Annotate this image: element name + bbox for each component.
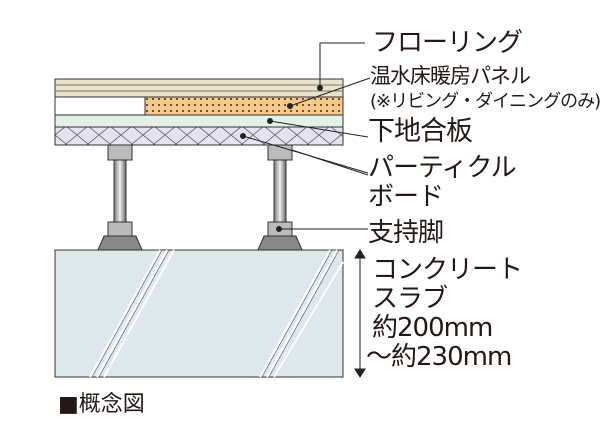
legend-text: 概念図: [78, 392, 145, 417]
label-flooring: フローリング: [372, 28, 523, 58]
particle-board-layer: [54, 114, 344, 128]
label-particle-board-1: パーティクル: [368, 153, 517, 183]
label-slab-2: スラブ: [372, 284, 448, 314]
leader-lines: [240, 42, 371, 232]
legend-marker: ■: [58, 392, 79, 417]
label-slab-4: ～約230mm: [366, 342, 512, 372]
label-heating-note: (※リビング・ダイニングのみ): [370, 91, 600, 112]
dimension-arrow: [354, 249, 366, 378]
label-support: 支持脚: [368, 218, 444, 248]
support-leg-left: [97, 144, 143, 251]
support-leg-right: [257, 144, 303, 251]
heating-panel-layer: [54, 96, 344, 116]
plywood-layer: [54, 126, 344, 146]
flooring-layer: [54, 78, 344, 98]
label-slab-1: コンクリート: [372, 255, 523, 285]
label-slab-3: 約200mm: [372, 313, 493, 343]
legend: ■概念図: [58, 394, 145, 416]
label-particle-board-2: ボード: [368, 182, 444, 212]
concrete-slab: [54, 249, 344, 378]
label-heating-panel: 温水床暖房パネル: [370, 64, 531, 88]
label-subfloor: 下地合板: [368, 116, 473, 147]
